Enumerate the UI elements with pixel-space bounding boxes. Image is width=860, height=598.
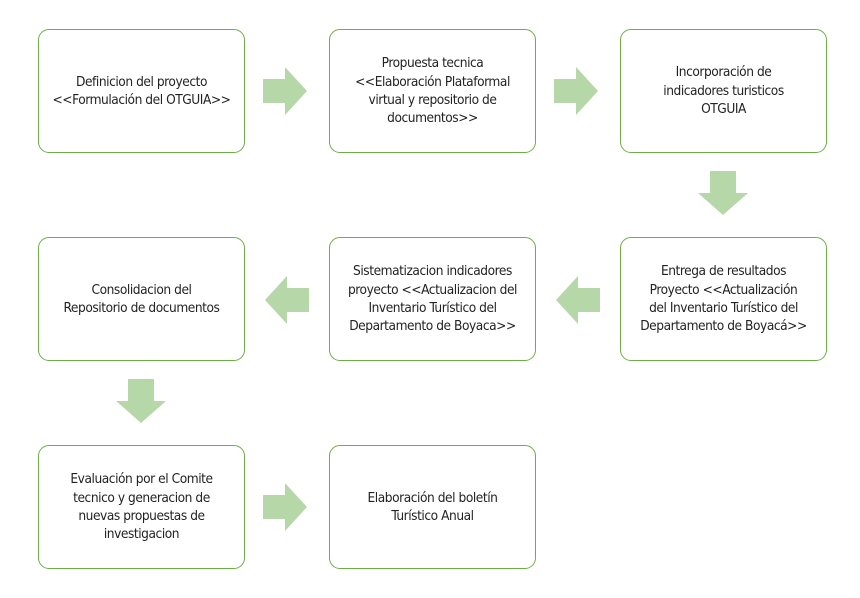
- node-entrega-resultados: Entrega de resultados Proyecto <<Actuali…: [620, 237, 827, 361]
- node-evaluacion-comite: Evaluación por el Comite tecnico y gener…: [38, 445, 245, 569]
- arrow-right-icon: [554, 67, 598, 115]
- node-label: Definicion del proyecto <<Formulación de…: [52, 73, 231, 108]
- node-boletin-turistico: Elaboración del boletín Turístico Anual: [329, 445, 536, 569]
- arrow-down-icon: [116, 379, 166, 423]
- arrow-right-icon: [263, 483, 307, 531]
- node-label: Sistematizacion indicadores proyecto <<A…: [347, 263, 518, 335]
- node-consolidacion-repositorio: Consolidacion del Repositorio de documen…: [38, 237, 245, 361]
- node-incorporacion-indicadores: Incorporación de indicadores turisticos …: [620, 29, 827, 153]
- arrow-right-icon: [263, 67, 307, 115]
- arrow-left-icon: [265, 276, 309, 324]
- node-label: Elaboración del boletín Turístico Anual: [367, 489, 498, 524]
- node-sistematizacion-indicadores: Sistematizacion indicadores proyecto <<A…: [329, 237, 536, 361]
- arrow-down-icon: [698, 171, 748, 215]
- node-label: Consolidacion del Repositorio de documen…: [63, 281, 220, 316]
- node-label: Evaluación por el Comite tecnico y gener…: [70, 471, 213, 543]
- node-label: Propuesta tecnica <<Elaboración Platafor…: [355, 55, 510, 127]
- node-propuesta-tecnica: Propuesta tecnica <<Elaboración Platafor…: [329, 29, 536, 153]
- arrow-left-icon: [556, 276, 600, 324]
- node-label: Entrega de resultados Proyecto <<Actuali…: [640, 263, 807, 335]
- node-label: Incorporación de indicadores turisticos …: [663, 64, 784, 118]
- node-definicion-proyecto: Definicion del proyecto <<Formulación de…: [38, 29, 245, 153]
